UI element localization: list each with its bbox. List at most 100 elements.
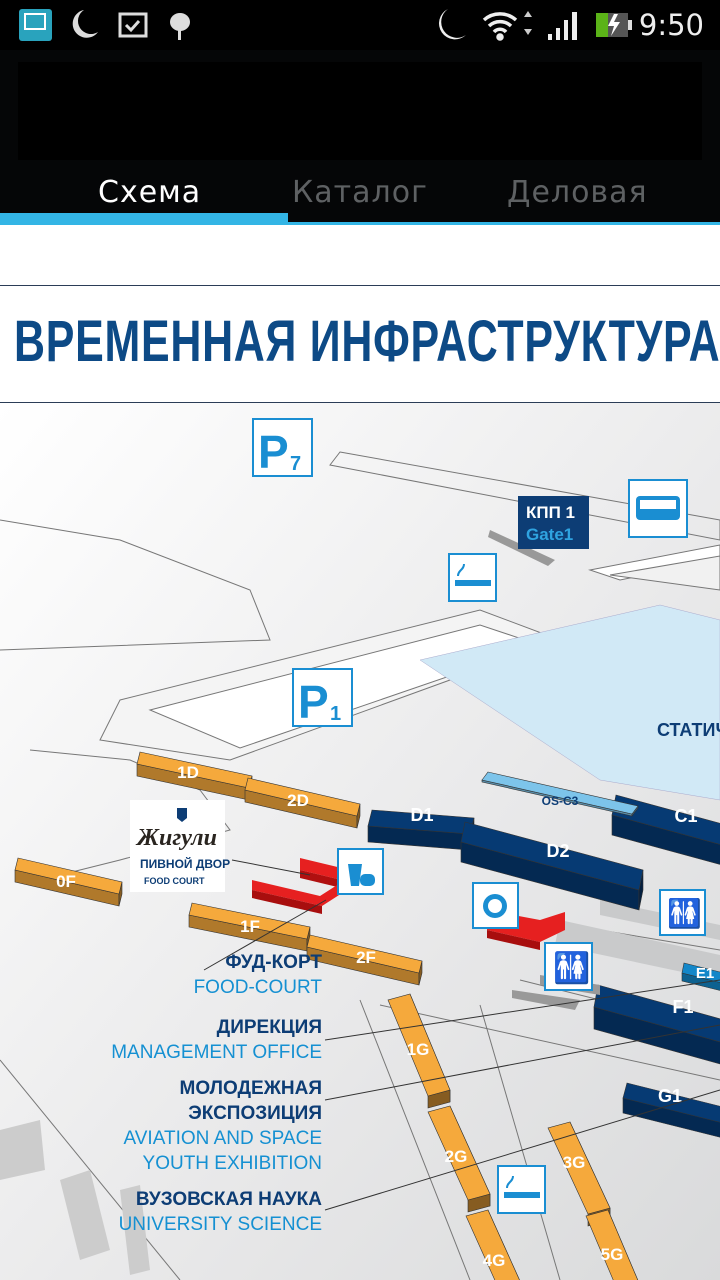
- map-title-bar: ВРЕМЕННАЯ ИНФРАСТРУКТУРА: [0, 285, 720, 403]
- svg-text:КПП 1: КПП 1: [526, 503, 575, 522]
- legend-en: UNIVERSITY SCIENCE: [118, 1214, 322, 1235]
- zhiguli-food-court-logo: Жигули ПИВНОЙ ДВОР FOOD COURT: [130, 800, 230, 892]
- android-icon: [170, 13, 190, 40]
- svg-text:P: P: [298, 676, 329, 728]
- svg-text:ПИВНОЙ ДВОР: ПИВНОЙ ДВОР: [140, 856, 230, 871]
- leader-lines: [203, 859, 720, 1211]
- pavilion-os-c3[interactable]: OS-C3: [481, 771, 639, 817]
- pavilion-g1[interactable]: G1: [622, 1082, 720, 1138]
- pavilion-label: 5G: [601, 1245, 624, 1264]
- pavilion-face: [585, 1209, 639, 1280]
- pavilion-label: 1F: [240, 917, 260, 936]
- pavilion-face: [14, 857, 123, 895]
- legend-youth-exhibition[interactable]: МОЛОДЕЖНАЯ ЭКСПОЗИЦИЯ AVIATION AND SPACE…: [124, 1076, 323, 1176]
- action-bar: [0, 50, 720, 225]
- svg-text:7: 7: [290, 453, 301, 475]
- svg-text:1: 1: [330, 703, 341, 725]
- pavilion-face: [306, 934, 423, 974]
- tab-underline: [0, 222, 720, 225]
- static-area-label: СТАТИЧ: [657, 720, 720, 740]
- legend-ru: ДИРЕКЦИЯ: [216, 1017, 322, 1038]
- decorative-stripes: [0, 1120, 150, 1275]
- svg-text:Gate1: Gate1: [526, 525, 573, 544]
- tab-catalog[interactable]: Каталог: [292, 175, 428, 210]
- signal-icon: [548, 12, 577, 40]
- pavilion-label: 2G: [445, 1147, 468, 1166]
- pavilion-label: C1: [674, 806, 697, 826]
- static-exhibition-area: СТАТИЧ: [419, 604, 720, 801]
- screen-cast-icon: [19, 9, 52, 41]
- map-title: ВРЕМЕННАЯ ИНФРАСТРУКТУРА: [14, 309, 720, 374]
- pavilion-label: E1: [696, 965, 714, 982]
- svg-text:🚻: 🚻: [553, 950, 590, 985]
- ad-banner: [18, 62, 702, 160]
- pavilion-face: [593, 984, 720, 1043]
- pavilion-2d[interactable]: 2D: [244, 777, 361, 829]
- status-bar: 9:50: [0, 0, 720, 50]
- pavilion-label: D2: [546, 841, 569, 861]
- tab-business[interactable]: Деловая: [507, 175, 648, 210]
- legend-ru: МОЛОДЕЖНАЯ: [179, 1078, 322, 1099]
- pavilion-label: 1G: [407, 1040, 430, 1059]
- pavilion-1g[interactable]: 1G: [387, 993, 451, 1109]
- legend-en: MANAGEMENT OFFICE: [111, 1042, 322, 1063]
- svg-text:Жигули: Жигули: [135, 825, 217, 851]
- pavilion-face: [460, 821, 644, 891]
- pavilion-label: 3G: [563, 1153, 586, 1172]
- parking-p1-sign[interactable]: P 1: [292, 668, 353, 728]
- moon-icon: [72, 10, 98, 38]
- pavilion-f1[interactable]: F1: [593, 984, 720, 1065]
- gate-1-sign[interactable]: КПП 1 Gate1: [518, 496, 589, 549]
- svg-text:FOOD COURT: FOOD COURT: [144, 876, 205, 886]
- pavilion-2f[interactable]: 2F: [306, 934, 423, 986]
- map-background: [0, 403, 720, 1280]
- pavilion-d2[interactable]: D2: [460, 821, 644, 911]
- pavilion-label: 2F: [356, 948, 376, 967]
- restroom-icon[interactable]: 🚻: [544, 942, 593, 991]
- pavilion-face: [681, 962, 720, 983]
- do-not-disturb-moon-icon: [438, 9, 466, 40]
- pavilion-e1[interactable]: E1: [681, 962, 720, 991]
- pavilion-label: 4G: [483, 1251, 506, 1270]
- pavilion-1d[interactable]: 1D: [136, 751, 253, 801]
- pavilion-face: [481, 771, 639, 815]
- legend-ru: ВУЗОВСКАЯ НАУКА: [135, 1189, 322, 1210]
- restaurant-icon[interactable]: [472, 882, 519, 929]
- pavilion-d1[interactable]: D1: [367, 805, 475, 851]
- status-icons: [19, 9, 632, 41]
- pavilion-label: 2D: [287, 791, 309, 810]
- clock: 9:50: [638, 8, 704, 42]
- tab-schema[interactable]: Схема: [98, 175, 202, 210]
- pavilion-face: [244, 777, 361, 817]
- svg-text:P: P: [258, 426, 289, 478]
- pavilion-0f[interactable]: 0F: [14, 857, 123, 907]
- pavilion-label: D1: [410, 805, 433, 825]
- fast-food-icon[interactable]: [337, 848, 384, 895]
- pavilion-face: [387, 993, 451, 1097]
- pavilion-face: [465, 1209, 520, 1280]
- legend-en: AVIATION AND SPACE: [123, 1128, 323, 1149]
- pavilion-4g[interactable]: 4G: [465, 1209, 524, 1280]
- restroom-icon[interactable]: 🚻: [659, 889, 706, 936]
- pavilion-label: 1D: [177, 763, 199, 782]
- legend-management-office[interactable]: ДИРЕКЦИЯ MANAGEMENT OFFICE: [111, 1015, 322, 1065]
- smoking-area-icon[interactable]: [448, 553, 497, 602]
- map-view[interactable]: ВРЕМЕННАЯ ИНФРАСТРУКТУРА СТАТИЧ: [0, 225, 720, 1280]
- pavilion-face: [547, 1121, 611, 1215]
- parking-p7-sign[interactable]: P 7: [252, 418, 313, 478]
- legend-ru: ЭКСПОЗИЦИЯ: [188, 1103, 322, 1124]
- pavilion-label: G1: [658, 1086, 682, 1106]
- pavilion-1f[interactable]: 1F: [188, 902, 311, 952]
- pavilion-label: F1: [672, 997, 693, 1017]
- battery-charging-icon: [596, 13, 632, 37]
- smoking-area-icon[interactable]: [497, 1165, 546, 1214]
- pavilion-5g[interactable]: 5G: [585, 1209, 642, 1280]
- legend-university-science[interactable]: ВУЗОВСКАЯ НАУКА UNIVERSITY SCIENCE: [119, 1187, 322, 1237]
- legend-ru: ФУД-КОРТ: [225, 952, 322, 973]
- legend-en: FOOD-COURT: [193, 977, 322, 998]
- bus-stop-icon[interactable]: [628, 479, 688, 538]
- tab-selected-indicator: [0, 213, 288, 225]
- legend-food-court[interactable]: ФУД-КОРТ FOOD-COURT: [194, 950, 322, 1000]
